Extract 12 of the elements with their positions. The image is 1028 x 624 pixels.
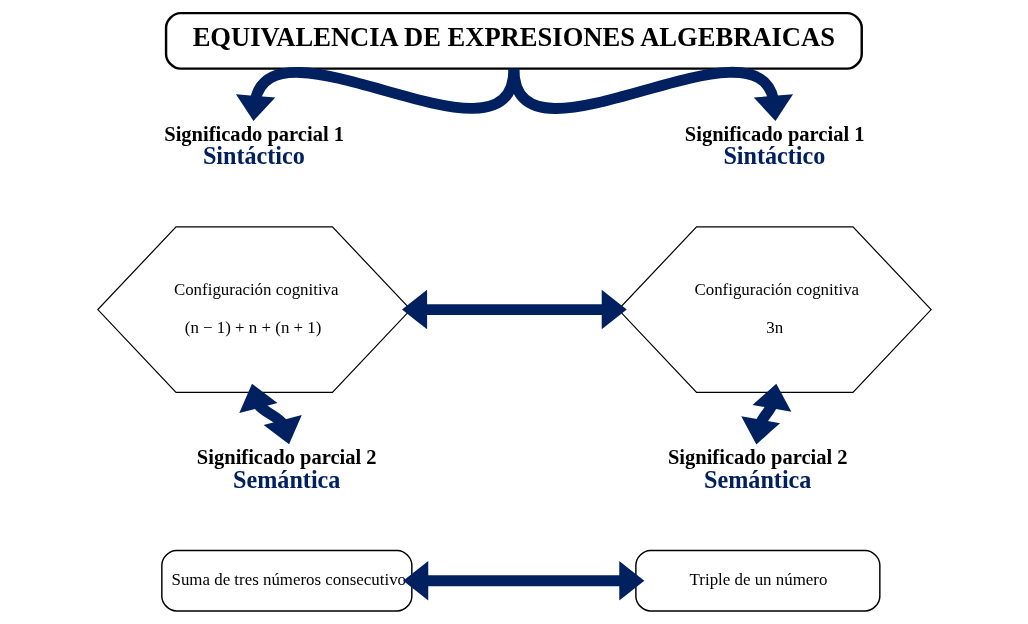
node-box: Triple de un número xyxy=(634,549,881,612)
node-box: Suma de tres números consecutivo xyxy=(160,549,413,612)
node-box: EQUIVALENCIA DE EXPRESIONES ALGEBRAICAS xyxy=(164,11,863,70)
node-text: Significado parcial 2 Semántica xyxy=(196,446,377,493)
arrow xyxy=(740,383,791,445)
node-text: Significado parcial 1 Sintáctico xyxy=(684,122,865,170)
arrow xyxy=(238,383,302,445)
arrow xyxy=(402,560,644,601)
arrow xyxy=(508,67,793,121)
node-text: Significado parcial 1 Sintáctico xyxy=(163,122,344,170)
node-text: Significado parcial 2 Semántica xyxy=(667,446,848,493)
arrow xyxy=(401,289,627,330)
